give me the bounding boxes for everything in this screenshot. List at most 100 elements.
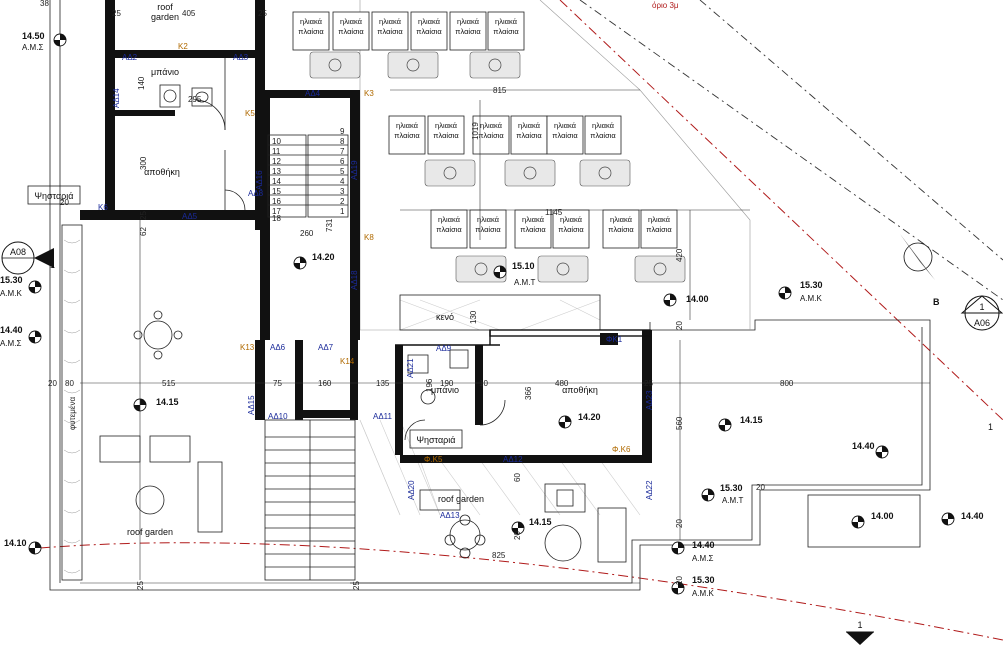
tag-ad4: ΑΔ4 xyxy=(305,89,321,98)
solar-panel xyxy=(427,115,465,155)
solar-panel-label: ηλιακά xyxy=(648,215,671,224)
section-a08-num: 1 xyxy=(50,260,55,270)
section-a08-id: Α08 xyxy=(10,247,26,257)
dim-420: 420 xyxy=(675,248,684,262)
storage-right-label: αποθήκη xyxy=(562,385,598,395)
level-marker-quadrant xyxy=(35,331,41,337)
section-b-letter: Β xyxy=(933,297,940,307)
level-1415-right: 14.15 xyxy=(740,415,763,425)
dim-20d: 20 xyxy=(513,531,522,540)
level-marker-quadrant xyxy=(559,422,565,428)
solar-unit-fan-icon xyxy=(523,166,537,180)
roof-garden-top-label-2: garden xyxy=(151,12,179,22)
dim-25c: 25 xyxy=(139,211,148,220)
solar-panel-label: ηλιακά xyxy=(379,17,402,26)
dim-38: 38 xyxy=(40,0,49,8)
tag-ad8: ΑΔ8 xyxy=(248,189,264,198)
solar-panel-label: ηλιακά xyxy=(495,17,518,26)
dim-731: 731 xyxy=(325,218,334,232)
solar-unit-fan-icon xyxy=(653,262,667,276)
bathroom-top-label: μπάνιο xyxy=(151,67,179,77)
solar-panel-label: πλαίσια xyxy=(558,225,584,234)
stair-step-17: 17 xyxy=(272,207,281,216)
solar-inverter-unit xyxy=(387,51,439,79)
solar-panel-label: ηλιακά xyxy=(457,17,480,26)
dim-25f: 25 xyxy=(352,581,361,590)
solar-panel-label: πλαίσια xyxy=(608,225,634,234)
dim-20b: 20 xyxy=(60,198,69,207)
solar-inverter-unit xyxy=(537,255,589,283)
level-1440-left-sub: Α.Μ.Σ xyxy=(0,339,21,348)
tag-ad3: ΑΔ3 xyxy=(233,53,249,62)
north-arrow-icon xyxy=(900,234,935,280)
solar-panel xyxy=(602,209,640,249)
solar-panel xyxy=(546,115,584,155)
level-1415-garden: 14.15 xyxy=(529,517,552,527)
level-1510: 15.10 xyxy=(512,261,535,271)
dim-25b: 25 xyxy=(258,9,267,18)
tag-fk1: ΦΚ1 xyxy=(606,335,623,344)
solar-panel-label: πλαίσια xyxy=(552,131,578,140)
setback-label: όριο 3μ xyxy=(652,1,679,10)
level-1440-bot-sub: Α.Μ.Σ xyxy=(692,554,713,563)
solar-panel-label: ηλιακά xyxy=(522,215,545,224)
solar-panel-label: ηλιακά xyxy=(554,121,577,130)
dim-60: 60 xyxy=(513,473,522,482)
solar-panel-label: ηλιακά xyxy=(340,17,363,26)
void-label: κενό xyxy=(436,312,454,322)
solar-panel-label: ηλιακά xyxy=(396,121,419,130)
level-marker-quadrant xyxy=(942,519,948,525)
tag-ad7: ΑΔ7 xyxy=(318,343,334,352)
solar-panel-label: πλαίσια xyxy=(394,131,420,140)
level-1450-top: 14.50 xyxy=(22,31,45,41)
tag-ad21: ΑΔ21 xyxy=(406,358,415,378)
tag-ad20: ΑΔ20 xyxy=(407,480,416,500)
tag-ad10: ΑΔ10 xyxy=(268,412,288,421)
level-marker-quadrant xyxy=(672,588,678,594)
dim-1019: 1019 xyxy=(471,122,480,140)
tag-ad19: ΑΔ19 xyxy=(350,160,359,180)
solar-panel xyxy=(584,115,622,155)
plants-label: φυτεμένα xyxy=(68,397,77,430)
solar-panel-label: πλαίσια xyxy=(493,27,519,36)
solar-unit-fan-icon xyxy=(406,58,420,72)
solar-panel xyxy=(292,11,330,51)
solar-panel-label: ηλιακά xyxy=(438,215,461,224)
level-1530-mid-sub: Α.Μ.Τ xyxy=(722,496,743,505)
stair-step-15: 15 xyxy=(272,187,281,196)
level-marker-quadrant xyxy=(948,513,954,519)
dim-815: 815 xyxy=(493,86,507,95)
solar-panel-label: ηλιακά xyxy=(560,215,583,224)
solar-panel xyxy=(514,209,552,249)
dim-20e: 20 xyxy=(675,519,684,528)
left-upper-block xyxy=(80,0,265,230)
level-marker-quadrant xyxy=(876,452,882,458)
stair-step-8: 8 xyxy=(340,137,345,146)
solar-panel-label: ηλιακά xyxy=(435,121,458,130)
solar-inverter-unit xyxy=(469,51,521,79)
section-bottom-num: 1 xyxy=(857,620,862,630)
level-marker-quadrant xyxy=(708,489,714,495)
solar-inverter-unit xyxy=(455,255,507,283)
roof-garden-top-label: roof xyxy=(157,2,173,12)
stair-step-13: 13 xyxy=(272,167,281,176)
tag-ad14: ΑΔ14 xyxy=(112,88,121,108)
tag-k2: Κ2 xyxy=(178,42,188,51)
level-1450-top-sub: Α.Μ.Σ xyxy=(22,43,43,52)
roof-garden-left-label: roof garden xyxy=(127,527,173,537)
solar-panel-label: πλαίσια xyxy=(298,27,324,36)
section-right-num: 1 xyxy=(988,422,993,432)
level-1400-low: 14.00 xyxy=(871,511,894,521)
tag-ad13: ΑΔ13 xyxy=(440,511,460,520)
dim-196: 196 xyxy=(425,378,434,392)
solar-panel-label: ηλιακά xyxy=(300,17,323,26)
level-marker-quadrant xyxy=(518,522,524,528)
dim-130: 130 xyxy=(469,310,478,324)
level-marker-quadrant xyxy=(858,516,864,522)
solar-panel xyxy=(472,115,510,155)
solar-panel-label: ηλιακά xyxy=(480,121,503,130)
solar-panel-label: πλαίσια xyxy=(516,131,542,140)
tag-ad6: ΑΔ6 xyxy=(270,343,286,352)
setback-line-bottom xyxy=(39,542,1003,641)
